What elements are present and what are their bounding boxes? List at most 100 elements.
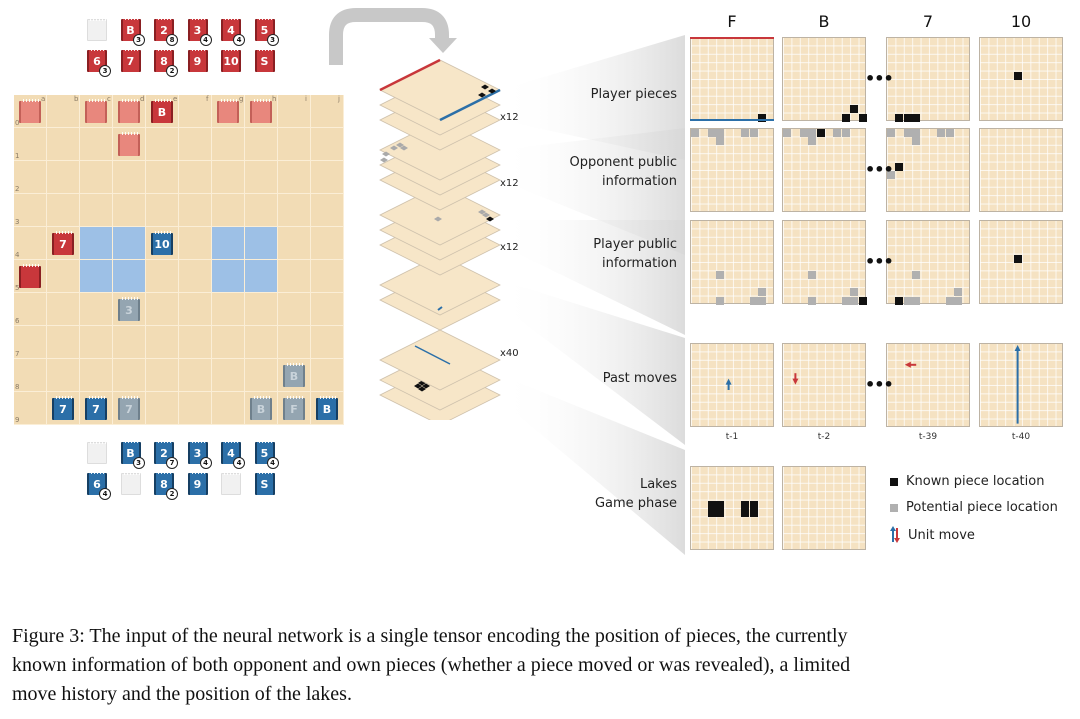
column-label: e — [173, 95, 178, 103]
caption-line: known information of both opponent and o… — [12, 654, 851, 676]
ellipsis: ••• — [865, 252, 894, 271]
piece-count-badge: 3 — [132, 34, 145, 46]
piece-rank: B — [289, 369, 299, 383]
piece-rank: 6 — [93, 477, 101, 491]
board-cell — [47, 326, 80, 359]
potential-piece-marker — [937, 129, 946, 137]
board-cell — [311, 260, 344, 293]
row-label: 7 — [15, 350, 20, 358]
known-piece-marker — [716, 509, 725, 517]
board-piece — [85, 99, 107, 123]
potential-piece-marker — [841, 296, 850, 305]
column-label: h — [272, 95, 277, 103]
board-cell — [278, 326, 311, 359]
board-cell — [113, 194, 146, 227]
board-cell — [245, 359, 278, 392]
known-piece-marker — [716, 500, 725, 509]
board-cell — [80, 128, 113, 161]
board-cell — [278, 227, 311, 260]
potential-piece-marker — [903, 296, 912, 305]
player-pieces-plane — [379, 58, 501, 122]
board-cell — [14, 194, 47, 227]
known-piece-marker — [758, 113, 767, 122]
known-piece-marker — [895, 296, 904, 305]
board-cell — [146, 95, 179, 128]
board-cell — [146, 392, 179, 425]
known-piece-marker — [858, 296, 867, 305]
player-public-plane — [379, 184, 501, 246]
piece-count-badge: 4 — [266, 457, 279, 469]
figure-caption: Figure 3: The input of the neural networ… — [12, 622, 1072, 709]
known-piece-marker — [749, 500, 758, 509]
board-cell — [278, 392, 311, 425]
piece-count-badge: 4 — [99, 488, 111, 500]
lake-cell — [80, 227, 113, 260]
piece-count-badge: 3 — [132, 457, 145, 469]
known-piece-marker — [749, 509, 758, 517]
piece-rank: 4 — [227, 446, 235, 460]
ellipsis: ••• — [865, 69, 894, 88]
column-header: 7 — [922, 12, 934, 31]
potential-piece-marker — [903, 129, 912, 137]
potential-piece-marker — [716, 296, 725, 305]
board-cell — [278, 161, 311, 194]
move-arrow — [904, 361, 917, 368]
board-cell — [14, 227, 47, 260]
potential-piece-marker — [954, 296, 963, 305]
board-cell — [47, 194, 80, 227]
potential-piece-marker — [912, 137, 921, 146]
row-label: 6 — [15, 317, 20, 325]
board-piece: F — [283, 396, 305, 420]
board-cell — [146, 326, 179, 359]
board-cell — [311, 392, 344, 425]
board-cell — [80, 359, 113, 392]
board-cell — [179, 194, 212, 227]
move-arrow — [725, 378, 732, 390]
player-edge-line — [690, 119, 774, 121]
piece-rank: B — [157, 105, 167, 119]
reserve-piece — [87, 441, 107, 464]
board-cell — [47, 359, 80, 392]
piece-rank: 5 — [260, 446, 269, 460]
column-label: d — [140, 95, 145, 103]
player-public-plane — [690, 220, 774, 305]
row-label-text: information — [601, 256, 677, 271]
board-cell — [278, 260, 311, 293]
opponent-public-plane — [690, 128, 774, 212]
board-cell — [47, 293, 80, 326]
past-move-plane — [690, 343, 774, 427]
potential-piece-marker — [716, 271, 725, 280]
column-label: i — [305, 95, 307, 103]
potential-piece-marker — [850, 296, 859, 305]
lake-cell — [113, 227, 146, 260]
piece-rank: 8 — [160, 477, 168, 491]
player-pieces-plane — [690, 37, 774, 122]
row-label-text: Game phase — [594, 496, 677, 511]
stack-multiplier: x40 — [500, 348, 519, 359]
row-label: 2 — [15, 185, 20, 193]
column-header: 10 — [1010, 12, 1032, 31]
known-piece-marker — [1013, 71, 1022, 80]
row-label-text: Player public — [593, 237, 677, 252]
board-cell — [146, 227, 179, 260]
piece-rank: 7 — [125, 402, 133, 416]
caption-line: Figure 3: The input of the neural networ… — [12, 625, 848, 647]
reserve-piece — [221, 472, 241, 495]
board-cell — [47, 95, 80, 128]
reserve-piece: S — [254, 471, 275, 495]
board-cell — [14, 392, 47, 425]
board-cell — [245, 326, 278, 359]
piece-rank: F — [290, 402, 298, 416]
potential-piece-marker — [808, 129, 817, 137]
piece-count-badge: 2 — [166, 488, 178, 500]
potential-piece-marker — [945, 296, 954, 305]
move-arrow-head — [1014, 345, 1021, 351]
board-cell — [179, 128, 212, 161]
lake-cell — [212, 260, 245, 293]
potential-piece-marker — [912, 129, 921, 137]
potential-piece-marker — [808, 137, 817, 146]
board-cell — [80, 392, 113, 425]
